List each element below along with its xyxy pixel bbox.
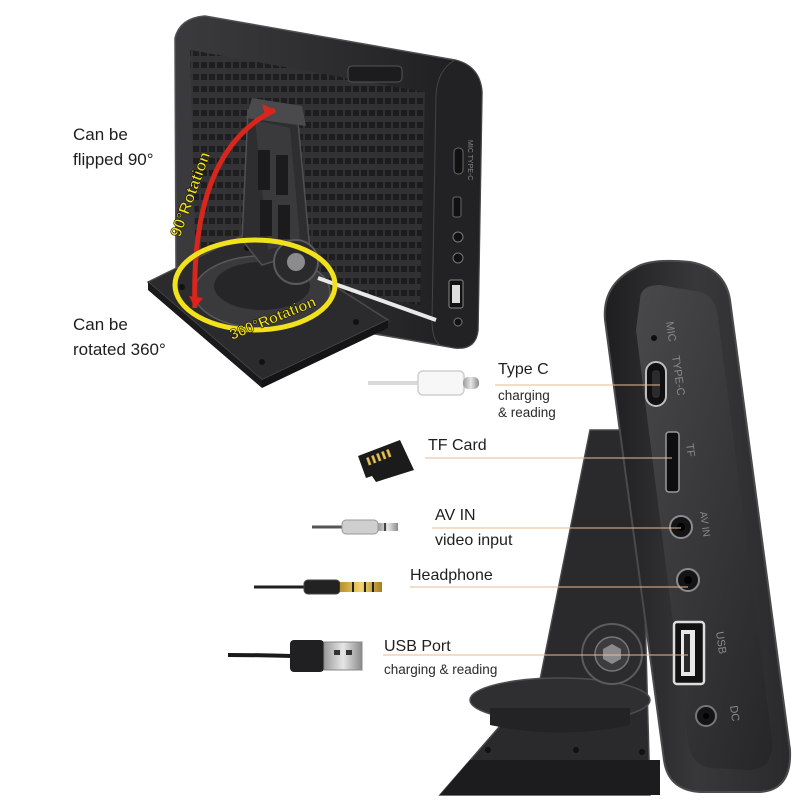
flip-label-line1: Can be (73, 125, 128, 144)
port-type-c-sub1: charging (498, 388, 550, 403)
port-type-c-title: Type C (498, 361, 549, 378)
port-tf-card-title: TF Card (428, 437, 487, 454)
port-av-in-sub1: video input (435, 532, 513, 549)
side-label-avin: AV IN (697, 511, 711, 538)
usb-cable-image (227, 640, 363, 672)
side-label-typec: TYPE-C (669, 355, 687, 397)
av-in-cable-image (312, 519, 398, 535)
device-rear-view: MIC TYPE-C (146, 15, 483, 388)
type-c-cable-image (368, 370, 479, 396)
leader-lines (383, 384, 688, 656)
rotate-label-line2: rotated 360° (73, 340, 166, 359)
side-label-tf: TF (683, 443, 697, 458)
side-label-dc: DC (727, 705, 741, 722)
port-av-in-title: AV IN (435, 507, 476, 524)
port-headphone-title: Headphone (410, 567, 493, 584)
device-side-view: MIC TYPE-C TF AV IN USB DC (438, 259, 792, 796)
tf-card-image (358, 440, 414, 482)
rear-mic-typec-text: MIC TYPE-C (466, 140, 473, 180)
port-usb-title: USB Port (384, 638, 451, 655)
side-label-usb: USB (713, 631, 728, 655)
headphone-cable-image (254, 579, 382, 595)
port-type-c-sub2: & reading (498, 405, 556, 420)
rotate-label-line1: Can be (73, 315, 128, 334)
port-usb-sub1: charging & reading (384, 662, 498, 677)
flip-label-line2: flipped 90° (73, 150, 154, 169)
side-label-mic: MIC (663, 321, 678, 343)
